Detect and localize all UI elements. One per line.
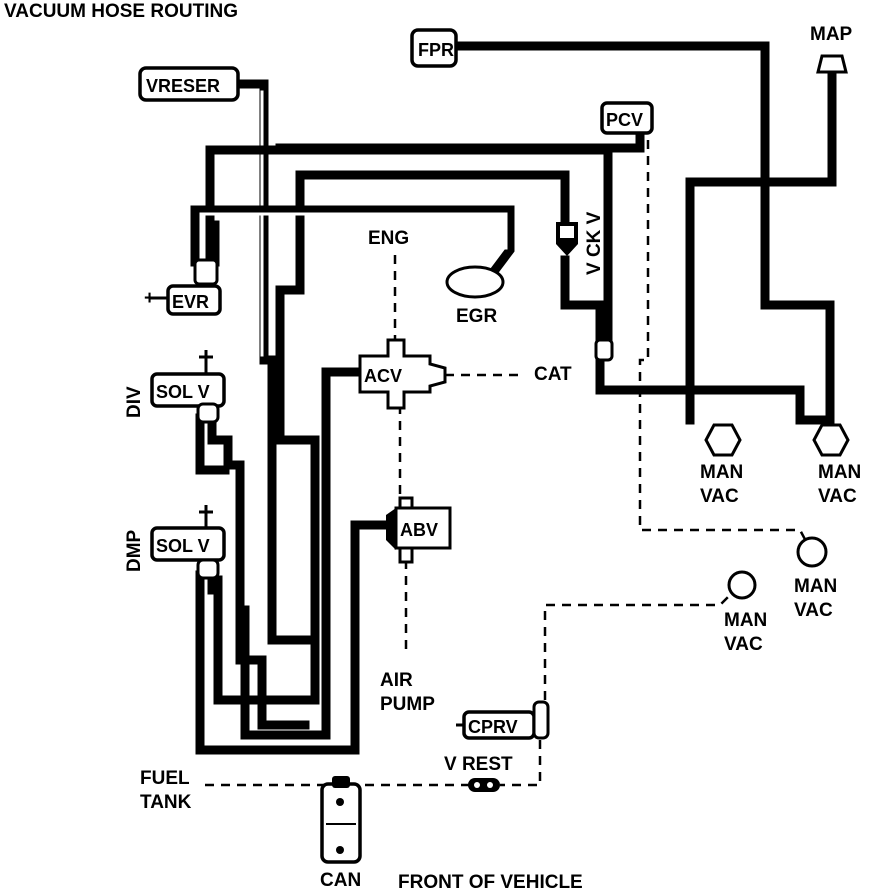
air-label: AIR: [380, 670, 413, 691]
vrest-label: V REST: [444, 754, 513, 775]
hose-pcv-top: [275, 115, 645, 153]
hose-div-loop: [207, 407, 310, 730]
dmp-solenoid: SOL V DMP: [124, 505, 226, 580]
canister: CAN: [320, 776, 362, 891]
evr-vent-mark: +: [144, 288, 155, 309]
manvac-port-3: MAN VAC: [794, 536, 837, 621]
hose-acv-left: [240, 367, 365, 740]
hose-fpr-man-vac: [450, 41, 835, 425]
manvac-2-line2: VAC: [818, 486, 857, 507]
tank-label: TANK: [140, 792, 192, 813]
hose-upper-loop: [205, 145, 613, 355]
map-label: MAP: [810, 24, 853, 45]
cat-label: CAT: [534, 364, 572, 385]
evr-component: + EVR: [144, 258, 222, 316]
egr-valve: EGR: [445, 265, 505, 327]
acv-label: ACV: [364, 366, 402, 386]
manvac-2-line1: MAN: [818, 462, 861, 483]
manvac-1-line1: MAN: [700, 462, 743, 483]
hose-trunk: [213, 355, 320, 705]
manvac-port-4: MAN VAC: [724, 570, 767, 655]
div-solenoid: SOL V DIV: [124, 350, 226, 424]
div-solv-label: SOL V: [156, 382, 210, 402]
evr-label: EVR: [172, 292, 209, 312]
manvac-4-line2: VAC: [724, 634, 763, 655]
pump-label: PUMP: [380, 694, 435, 715]
dash-pcv-manvac: [638, 140, 810, 546]
map-sensor: MAP: [810, 24, 853, 74]
hose-vckv-rail: [560, 255, 835, 425]
acv-component: ACV: [358, 338, 447, 410]
abv-component: ABV: [386, 496, 452, 564]
manvac-3-line2: VAC: [794, 600, 833, 621]
diagram-title: VACUUM HOSE ROUTING: [4, 1, 238, 22]
vrest-component: V REST: [444, 754, 513, 792]
manvac-port-2: MAN VAC: [812, 423, 861, 507]
vckv-component: V CK V: [556, 211, 614, 362]
abv-label: ABV: [400, 520, 438, 540]
dmp-solv-label: SOL V: [156, 536, 210, 556]
pcv-component: PCV: [600, 101, 654, 135]
hose-dmp-abv: [195, 520, 395, 755]
manvac-1-line2: VAC: [700, 486, 739, 507]
manvac-4-line1: MAN: [724, 610, 767, 631]
pcv-label: PCV: [606, 110, 643, 130]
vreser-label: VRESER: [146, 76, 220, 96]
hose-vckv-top: [275, 170, 570, 365]
vreser-component: VRESER: [138, 66, 240, 102]
hose-map-man-vac: [685, 65, 837, 425]
front-of-vehicle-label: FRONT OF VEHICLE: [398, 872, 583, 892]
can-label: CAN: [320, 870, 361, 891]
fuel-label: FUEL: [140, 768, 190, 789]
manvac-3-line1: MAN: [794, 576, 837, 597]
egr-label: EGR: [456, 306, 497, 327]
cprv-component: CPRV: [456, 700, 550, 740]
solid-hoses: [190, 41, 837, 755]
fpr-label: FPR: [418, 40, 454, 60]
dash-cprv-vrest: [500, 740, 542, 787]
div-label: DIV: [124, 386, 145, 418]
hose-evr-egr: [190, 205, 515, 277]
dmp-label: DMP: [124, 529, 145, 572]
hose-vreser: [232, 79, 315, 645]
vckv-label: V CK V: [584, 211, 605, 275]
manvac-port-1: MAN VAC: [700, 423, 743, 507]
eng-label: ENG: [368, 228, 409, 249]
fpr-component: FPR: [410, 28, 458, 68]
dash-cprv-manvac: [543, 589, 736, 700]
cprv-label: CPRV: [468, 717, 518, 737]
